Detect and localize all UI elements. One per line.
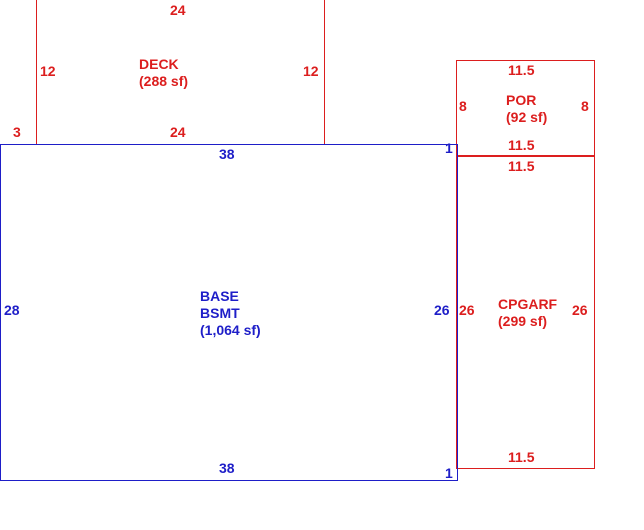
cpgarf-top-dimension: 11.5 — [508, 158, 535, 174]
deck-left-dimension: 12 — [40, 63, 56, 79]
cpgarf-bottom-dimension: 11.5 — [508, 449, 535, 465]
por-area: (92 sf) — [506, 109, 548, 125]
por-right-dimension: 8 — [581, 98, 589, 114]
por-label: POR (92 sf) — [506, 92, 547, 126]
cpgarf-outline — [456, 155, 595, 469]
deck-right-dimension: 12 — [303, 63, 319, 79]
base-bsmt-outline — [0, 144, 458, 481]
base-bsmt-label: BASE BSMT (1,064 sf) — [200, 288, 261, 339]
por-outline — [456, 60, 595, 157]
base-corner-top-dimension: 1 — [445, 140, 453, 156]
por-left-dimension: 8 — [459, 98, 467, 114]
cpgarf-area: (299 sf) — [498, 313, 548, 329]
base-corner-bottom-dimension: 1 — [445, 465, 453, 481]
por-top-dimension: 11.5 — [508, 62, 535, 78]
por-bottom-dimension: 11.5 — [508, 137, 535, 153]
base-name-line2: BSMT — [200, 305, 240, 321]
deck-label: DECK (288 sf) — [139, 56, 188, 90]
cpgarf-right-dimension: 26 — [572, 302, 588, 318]
por-name: POR — [506, 92, 537, 108]
base-right-dimension: 26 — [434, 302, 450, 318]
deck-area: (288 sf) — [139, 73, 189, 89]
deck-offset-dimension: 3 — [13, 124, 21, 140]
base-left-dimension: 28 — [4, 302, 20, 318]
cpgarf-label: CPGARF (299 sf) — [498, 296, 557, 330]
cpgarf-left-dimension: 26 — [459, 302, 475, 318]
cpgarf-name: CPGARF — [498, 296, 558, 312]
base-area: (1,064 sf) — [200, 322, 261, 338]
deck-bottom-dimension: 24 — [170, 124, 186, 140]
base-top-dimension: 38 — [219, 146, 235, 162]
base-name-line1: BASE — [200, 288, 239, 304]
deck-name: DECK — [139, 56, 179, 72]
base-bottom-dimension: 38 — [219, 460, 235, 476]
deck-top-dimension: 24 — [170, 2, 186, 18]
